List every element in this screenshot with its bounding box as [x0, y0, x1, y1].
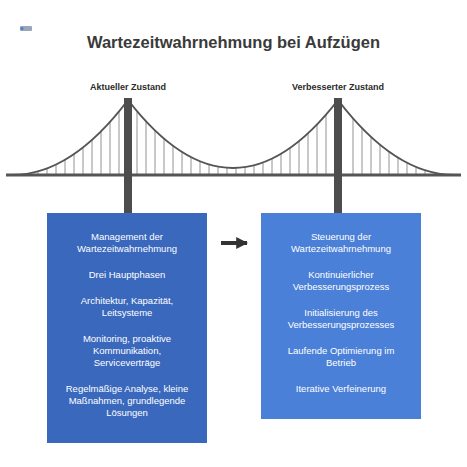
- hanger-line: [146, 121, 147, 175]
- hanger-line: [272, 159, 273, 175]
- hanger-line: [209, 164, 210, 175]
- box-text: Initialisierung des Verbesserungsprozess…: [277, 307, 405, 331]
- box-text: Architektur, Kapazität, Leitsysteme: [63, 295, 191, 319]
- hanger-line: [83, 147, 84, 175]
- hanger-line: [281, 154, 282, 175]
- diagram-title: Wartezeitwahrnehmung bei Aufzügen: [0, 33, 467, 52]
- flow-arrow: [221, 241, 247, 245]
- box-text: Monitoring, proaktive Kommunikation, Ser…: [63, 333, 191, 369]
- hanger-line: [398, 157, 399, 175]
- hanger-line: [182, 152, 183, 175]
- bridge-deck: [6, 174, 461, 177]
- hanger-line: [173, 146, 174, 175]
- hanger-line: [200, 161, 201, 175]
- bridge-cable: [12, 100, 455, 175]
- hanger-line: [92, 139, 93, 175]
- box-text: Regelmäßige Analyse, kleine Maßnahmen, g…: [63, 383, 191, 419]
- bridge-tower: [334, 98, 342, 214]
- state-heading: Verbesserter Zustand: [292, 82, 384, 92]
- bridge-hangers: [20, 111, 452, 175]
- box-text: Iterative Verfeinerung: [277, 383, 405, 395]
- hanger-line: [362, 128, 363, 175]
- box-text: Laufende Optimierung im Betrieb: [277, 345, 405, 369]
- hanger-line: [317, 124, 318, 175]
- hanger-line: [290, 148, 291, 175]
- phase-box: Steuerung der WartezeitwahrnehmungKontin…: [261, 213, 421, 419]
- hanger-line: [353, 118, 354, 175]
- hanger-line: [371, 136, 372, 175]
- hanger-line: [326, 115, 327, 175]
- hanger-line: [380, 144, 381, 175]
- box-text: Steuerung der Wartezeitwahrnehmung: [277, 231, 405, 255]
- hanger-line: [155, 130, 156, 175]
- hanger-line: [74, 154, 75, 175]
- box-text: Management der Wartezeitwahrnehmung: [63, 231, 191, 255]
- hanger-line: [191, 157, 192, 175]
- hanger-line: [164, 139, 165, 175]
- hanger-line: [308, 133, 309, 175]
- hanger-line: [299, 141, 300, 175]
- phase-box: Management der WartezeitwahrnehmungDrei …: [47, 213, 207, 443]
- box-text: Drei Hauptphasen: [63, 269, 191, 281]
- bridge-tower: [124, 98, 132, 214]
- hanger-line: [119, 111, 120, 175]
- hanger-line: [389, 151, 390, 175]
- hanger-line: [110, 121, 111, 175]
- hanger-line: [101, 131, 102, 175]
- hanger-line: [407, 162, 408, 175]
- hanger-line: [137, 111, 138, 175]
- hanger-line: [56, 164, 57, 175]
- hanger-line: [65, 159, 66, 175]
- logo-icon: [20, 26, 32, 31]
- state-heading: Aktueller Zustand: [90, 82, 166, 92]
- hanger-line: [263, 162, 264, 175]
- box-text: Kontinuierlicher Verbesserungsprozess: [277, 269, 405, 293]
